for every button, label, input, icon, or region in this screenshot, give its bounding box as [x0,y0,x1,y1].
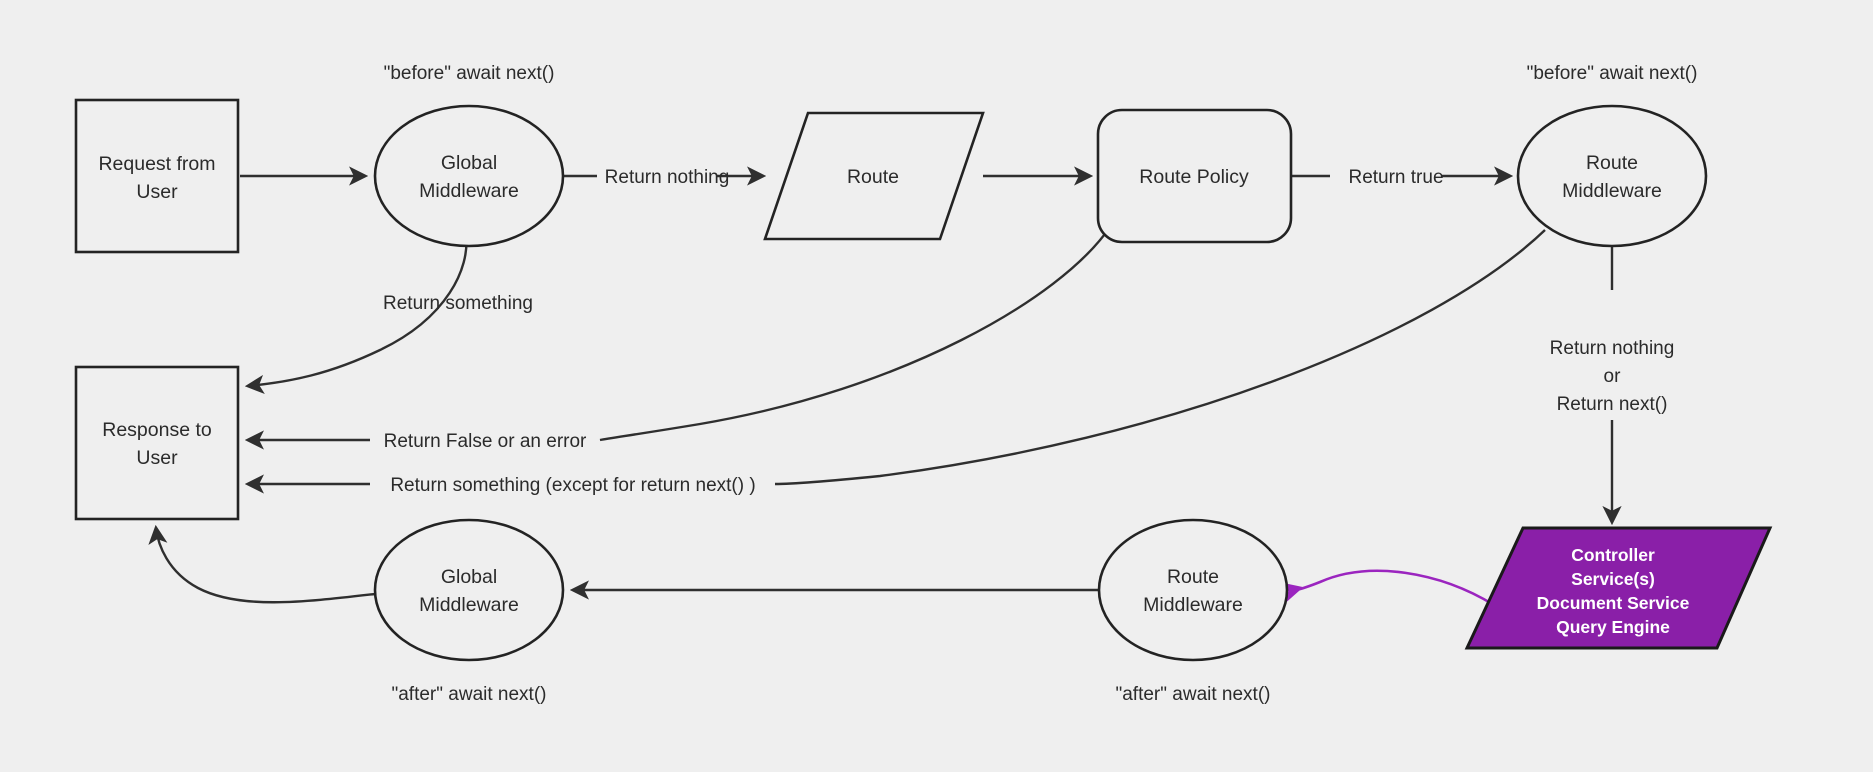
edge-label-return-true: Return true [1348,167,1443,188]
edge-label-return-nothing: Return nothing [605,167,730,188]
global-middleware-bottom-label-line1: Global [441,566,497,588]
edge-route-middleware-return-something [774,229,1546,486]
node-route-middleware-top[interactable]: Route Middleware [1516,104,1708,248]
node-response-to-user[interactable]: Response to User [74,365,240,521]
edge-label-return-something: Return something [383,293,533,314]
controller-label-line1: Controller [1571,545,1655,565]
node-global-middleware-top[interactable]: Global Middleware [373,104,565,248]
edge-label-return-false-or-error: Return False or an error [384,431,587,452]
edge-label-return-nothing-or-next-line1: Return nothing [1550,338,1675,359]
response-to-user-label-line1: Response to [102,419,212,441]
edge-global-middleware-return-something [244,234,468,395]
response-to-user-label-line2: User [136,447,178,469]
node-global-middleware-bottom[interactable]: Global Middleware [373,518,565,662]
edge-route-policy-return-false [599,226,1111,442]
node-route[interactable]: Route [763,111,985,241]
annotation-after-await-next-global: "after" await next() [392,684,547,705]
controller-label-line2: Service(s) [1571,569,1655,589]
route-middleware-top-label-line1: Route [1586,152,1638,174]
global-middleware-bottom-label-line2: Middleware [419,594,519,616]
node-route-policy[interactable]: Route Policy [1096,108,1293,244]
node-route-middleware-bottom[interactable]: Route Middleware [1097,518,1289,662]
annotation-after-await-next-route: "after" await next() [1116,684,1271,705]
annotation-before-await-next-global: "before" await next() [384,63,555,84]
edge-label-return-nothing-or-next-line2: or [1604,366,1622,387]
controller-label-line3: Document Service [1537,593,1690,613]
edge-label-return-nothing-or-next-line3: Return next() [1557,394,1668,415]
controller-label-line4: Query Engine [1556,617,1670,637]
edge-label-return-something-except-next: Return something (except for return next… [390,475,755,496]
route-middleware-bottom-label-line2: Middleware [1143,594,1243,616]
node-request-from-user[interactable]: Request from User [74,98,240,254]
route-middleware-bottom-label-line1: Route [1167,566,1219,588]
global-middleware-top-label-line1: Global [441,152,497,174]
annotation-before-await-next-route: "before" await next() [1527,63,1698,84]
route-middleware-top-label-line2: Middleware [1562,180,1662,202]
edge-global-middleware-bottom-to-response [148,524,376,604]
route-label: Route [847,166,899,188]
request-from-user-label-line2: User [136,181,178,203]
request-from-user-label-line1: Request from [98,153,215,175]
node-controller-services[interactable]: Controller Service(s) Document Service Q… [1464,526,1773,650]
route-policy-label: Route Policy [1139,166,1249,188]
edge-controller-to-route-middleware-bottom [1280,569,1495,607]
global-middleware-top-label-line2: Middleware [419,180,519,202]
